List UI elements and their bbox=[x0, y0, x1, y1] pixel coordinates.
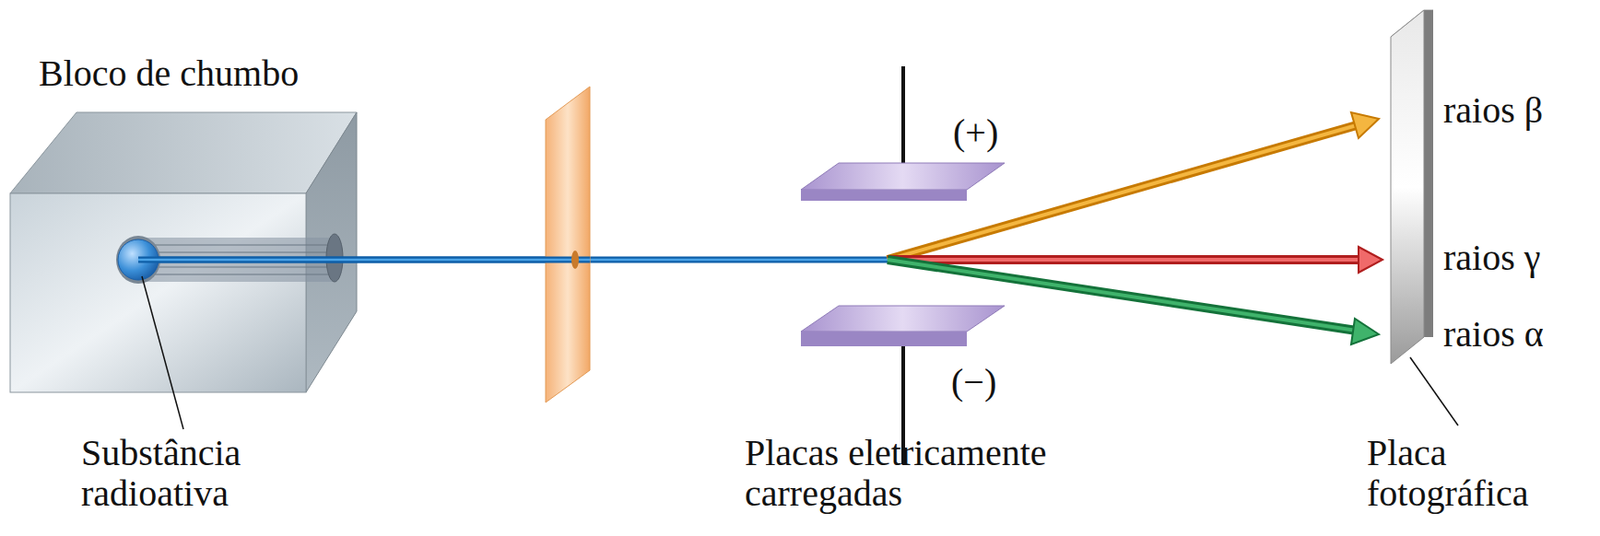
part-label: Placas eletricamente carregadas bbox=[744, 433, 1151, 515]
radiation-beam bbox=[138, 257, 888, 264]
polarity-label: (+) bbox=[952, 112, 1027, 153]
radiation-beam-core bbox=[138, 258, 888, 262]
photographic-plate bbox=[1390, 10, 1434, 365]
ray-label: raios γ bbox=[1443, 237, 1596, 279]
ray-label: raios β bbox=[1443, 90, 1596, 131]
part-label: Placa fotográfica bbox=[1366, 433, 1593, 515]
slit-plate bbox=[138, 86, 590, 403]
lead-block bbox=[10, 112, 357, 393]
part-label: Substância radioativa bbox=[81, 433, 294, 515]
leader-line bbox=[141, 276, 184, 430]
polarity-label: (−) bbox=[951, 362, 1025, 403]
leader-line bbox=[1410, 357, 1459, 426]
rays bbox=[887, 112, 1383, 345]
part-label: Bloco de chumbo bbox=[38, 53, 389, 95]
ray-label: raios α bbox=[1443, 314, 1596, 355]
